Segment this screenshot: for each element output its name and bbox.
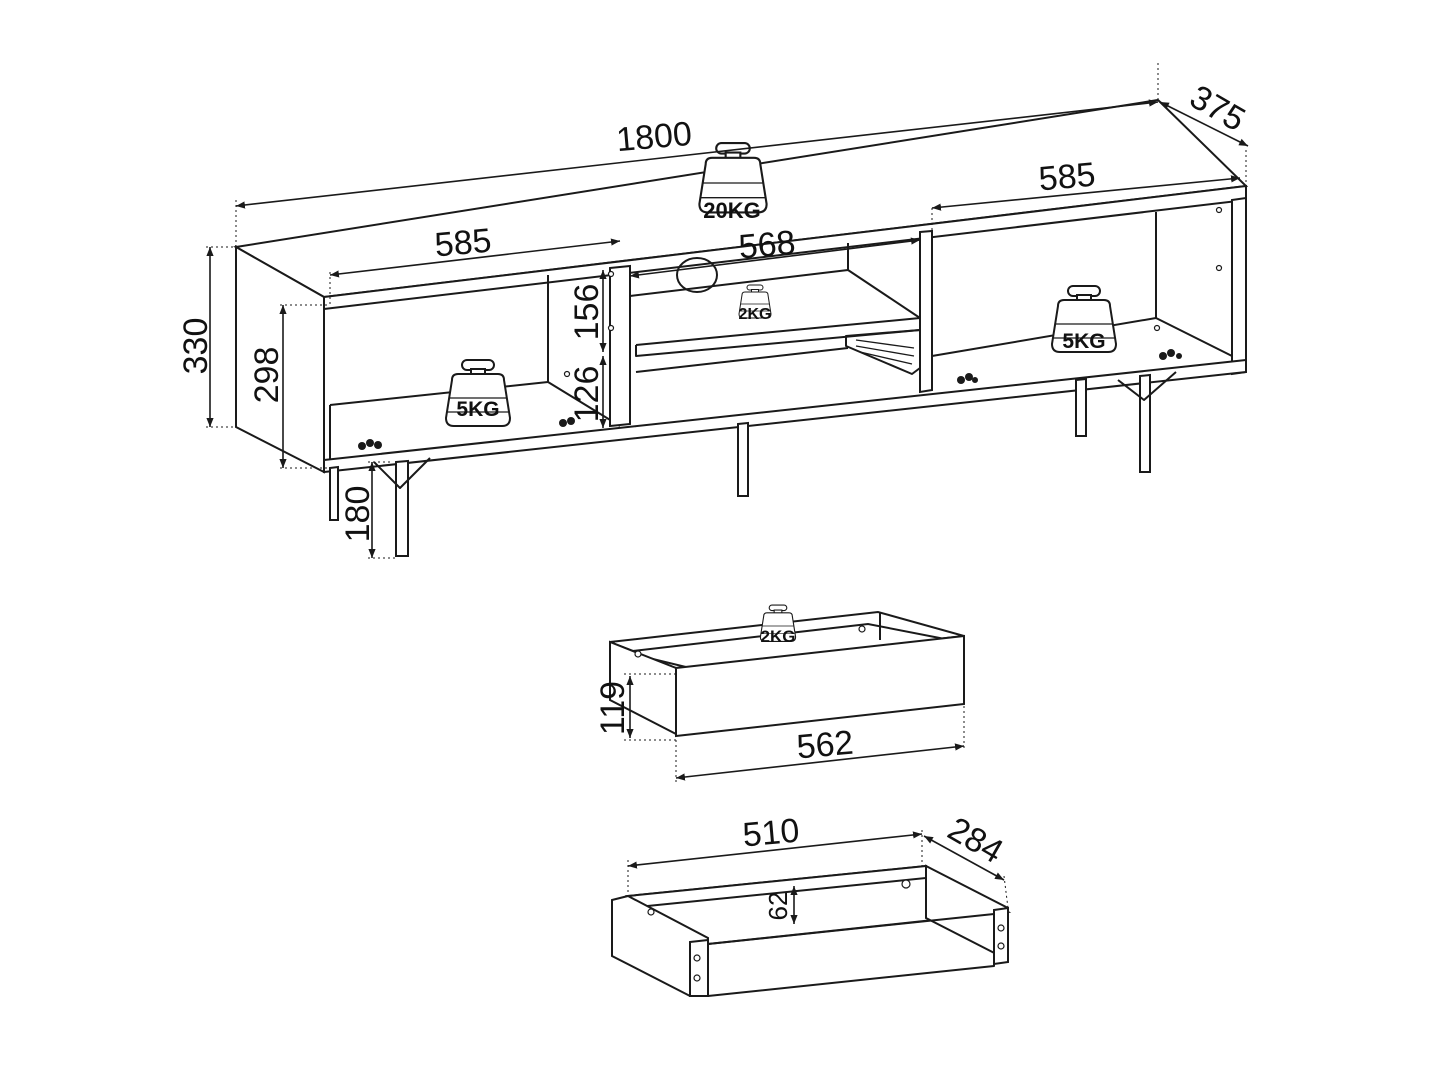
dim-inner-height: 298 [248,347,286,404]
dim-right-compartment-width: 585 [1037,156,1097,199]
dim-drawer-box-width: 510 [741,812,801,855]
drawer-box-dimension-lines [627,830,1009,924]
weight-icon: 2KG [761,627,796,646]
drawer-dimension-lines [624,673,965,782]
weight-icon: 2KG [739,306,772,323]
weight-top: 20KG [698,142,768,223]
dim-drawer-front-width: 562 [795,724,855,767]
weight-middle-shelf: 2KG [738,284,772,323]
weight-right-bottom: 5KG [1051,285,1117,353]
weight-left-bottom: 5KG [445,359,511,427]
dim-drawer-box-height: 62 [763,892,793,921]
dim-left-compartment-width: 585 [433,222,493,265]
weight-icon: 5KG [1062,330,1105,353]
dim-drawer-box-depth: 284 [941,810,1009,871]
dim-depth: 375 [1183,78,1251,139]
dim-middle-compartment-width: 568 [737,224,797,267]
weight-icon: 20KG [703,198,760,223]
dim-height: 330 [177,318,215,375]
weight-icon: 5KG [456,398,499,421]
dim-lower-niche-height: 126 [568,366,606,423]
dimension-lines [206,60,1249,559]
dim-leg-height: 180 [339,486,377,543]
weight-drawer: 2KG [759,604,797,646]
dim-total-width: 1800 [615,115,694,159]
dim-drawer-front-height: 119 [594,681,632,735]
drawer-box [611,864,1012,998]
dim-upper-niche-height: 156 [568,284,606,341]
